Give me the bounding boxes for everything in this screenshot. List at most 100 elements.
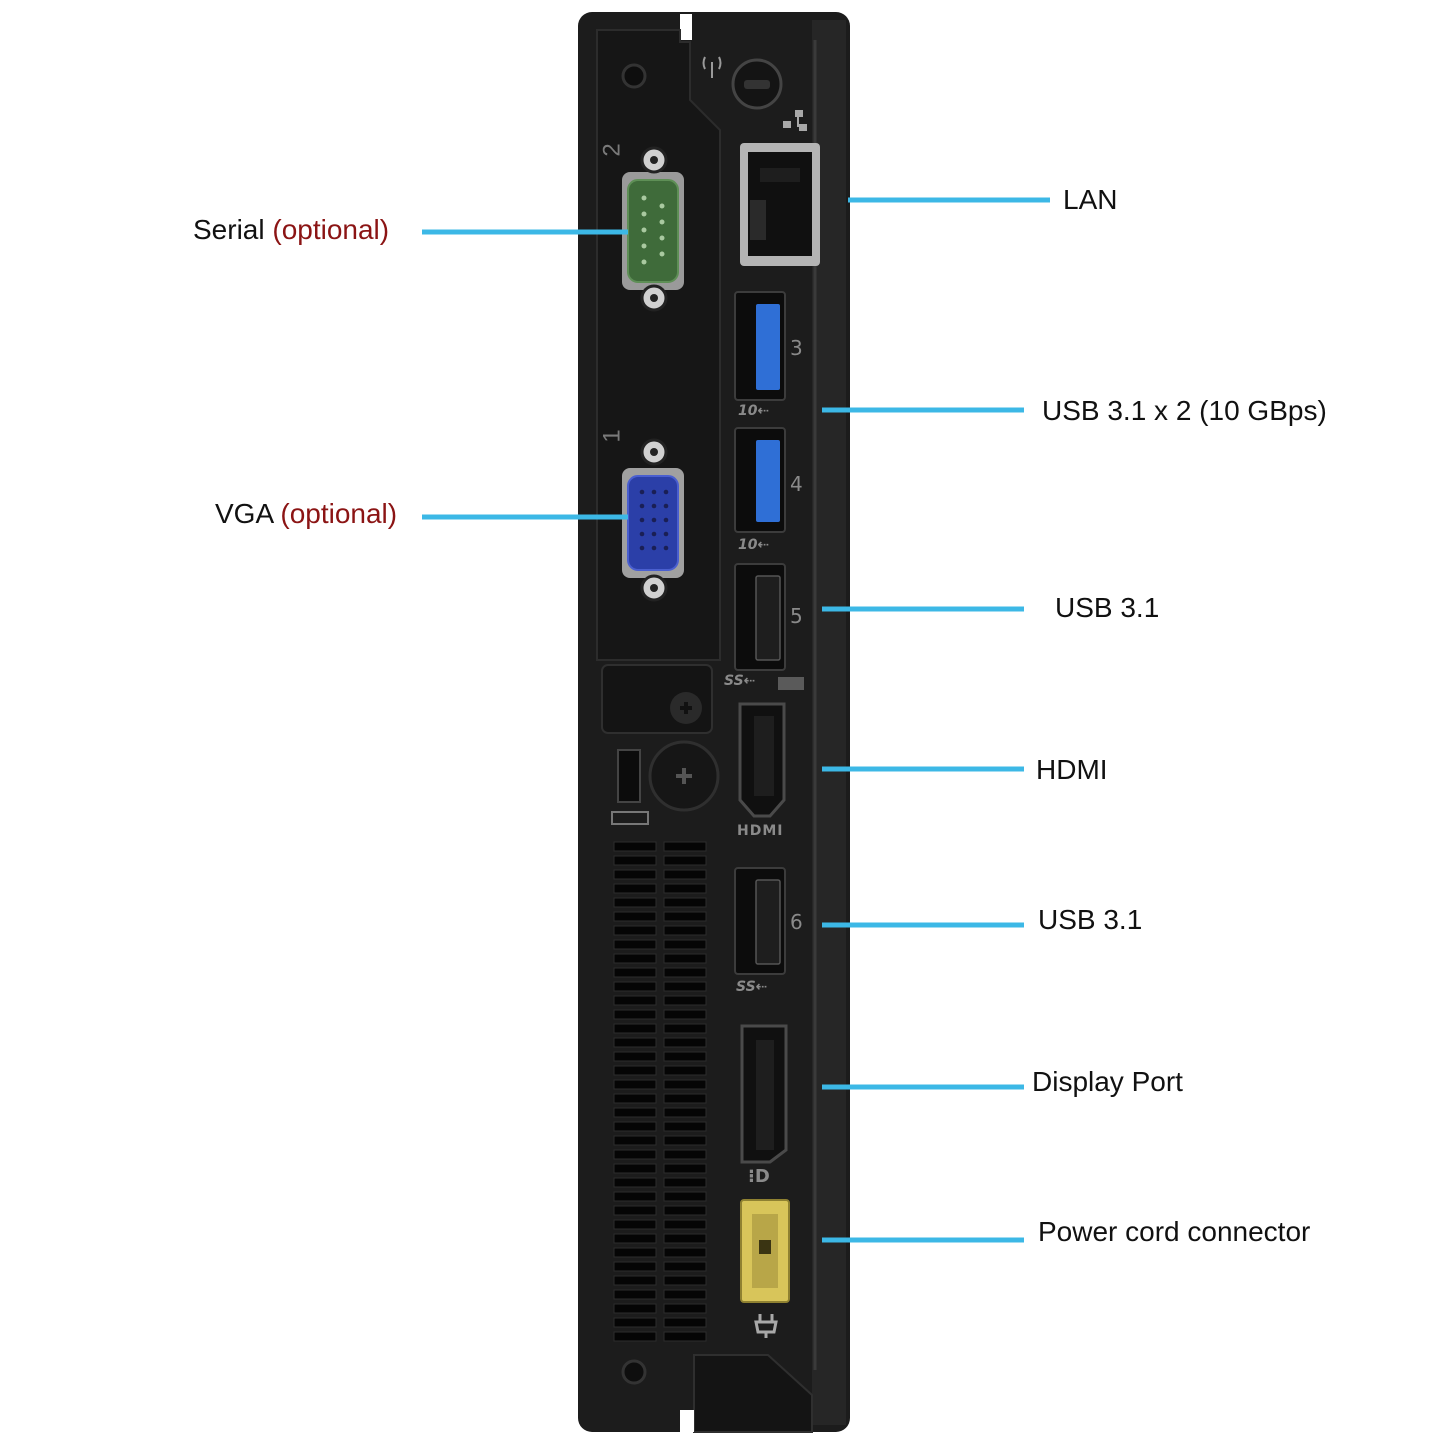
vent-slot [663,981,707,992]
vent-slot [613,1331,657,1342]
vent-slot [613,911,657,922]
vent-slot [663,897,707,908]
vga-label-text: VGA [215,498,273,529]
vent-slot [613,869,657,880]
vent-slot [663,1275,707,1286]
serial-port [622,146,684,312]
vent-slot [663,1205,707,1216]
vent-slot [613,1149,657,1160]
kensington-lock-icon [731,58,783,110]
service-panel [601,664,720,825]
hdmi-mark: HDMI [737,823,784,839]
vent-slot [613,1093,657,1104]
vent-slot [613,1051,657,1062]
vent-slot [663,967,707,978]
vent-slot [613,1079,657,1090]
network-icon [783,110,807,131]
slot-number-2: 2 [598,143,626,157]
vent-slot [663,841,707,852]
vent-slot [613,995,657,1006]
vent-slot [613,1135,657,1146]
vent-slot [663,855,707,866]
usb4-mark: 10⇠ [738,537,770,553]
vent-slot [663,1009,707,1020]
usb-port-3 [734,291,786,401]
vent-slot [663,1065,707,1076]
vent-slot [613,939,657,950]
vent-slot [613,1289,657,1300]
vent-slot [613,1177,657,1188]
vga-port [622,438,684,602]
vent-slot [663,995,707,1006]
slot-number-1: 1 [598,429,626,443]
vga-optional-text: (optional) [280,498,398,529]
hdmi-port [738,702,786,818]
vent-slot [613,1023,657,1034]
vent-slot [663,1289,707,1300]
vent-slot [663,1149,707,1160]
usb-port-6 [734,867,786,975]
vent-slot [613,1303,657,1314]
serial-optional-text: (optional) [272,214,390,245]
vent-slot [613,1261,657,1272]
vent-slot [613,1191,657,1202]
vent-slot [663,1107,707,1118]
vent-slot [663,1177,707,1188]
usb5-mark: SS⇠ [724,673,756,689]
vent-slot [613,967,657,978]
vent-slot [613,855,657,866]
vent-slot [613,925,657,936]
vent-slot [613,897,657,908]
vent-slot [663,1163,707,1174]
vent-slot [663,869,707,880]
vent-slot [613,1219,657,1230]
vent-slot [663,1317,707,1328]
usb-port-5 [734,563,786,671]
vent-slot [613,1205,657,1216]
vent-slot [613,1065,657,1076]
vent-slot [663,1079,707,1090]
vent-slot [613,953,657,964]
top-notch [680,14,692,40]
vent-slot [663,939,707,950]
vent-slot [613,1121,657,1132]
vent-slot [613,981,657,992]
usb-10g-label: USB 3.1 x 2 (10 GBps) [1042,395,1327,426]
serial-label: Serial (optional) [193,216,389,244]
vent-slot [663,1051,707,1062]
usb5-label: USB 3.1 [1055,592,1160,623]
port-number-3: 3 [790,336,803,360]
vent-slot [663,925,707,936]
displayport-port [740,1024,788,1164]
vga-label: VGA (optional) [215,500,397,528]
vent-slot [613,1163,657,1174]
screw-icon [621,1359,647,1385]
wifi-antenna-icon [702,56,722,78]
power-label: Power cord connector [1038,1216,1311,1247]
usb3-mark: 10⇠ [738,403,770,419]
vent-slot [663,911,707,922]
displayport-label: Display Port [1032,1066,1183,1097]
vent-slot [613,1317,657,1328]
vent-slot [613,883,657,894]
vent-slot [613,1233,657,1244]
usb6-mark: SS⇠ [736,979,768,995]
vent-slot [663,1233,707,1244]
vent-slot [613,1037,657,1048]
usb-5-badge [778,677,804,690]
ventilation-grille [613,841,707,1342]
vent-slot [613,1275,657,1286]
hdmi-label: HDMI [1036,754,1108,785]
vent-slot [663,1219,707,1230]
port-number-5: 5 [790,604,803,628]
power-plug-icon [754,1314,778,1338]
vent-slot [663,883,707,894]
serial-label-text: Serial [193,214,265,245]
vent-slot [663,1135,707,1146]
vent-slot [663,1023,707,1034]
vent-slot [613,1247,657,1258]
lan-label: LAN [1063,184,1118,215]
vent-slot [663,1093,707,1104]
vent-slot [663,1247,707,1258]
